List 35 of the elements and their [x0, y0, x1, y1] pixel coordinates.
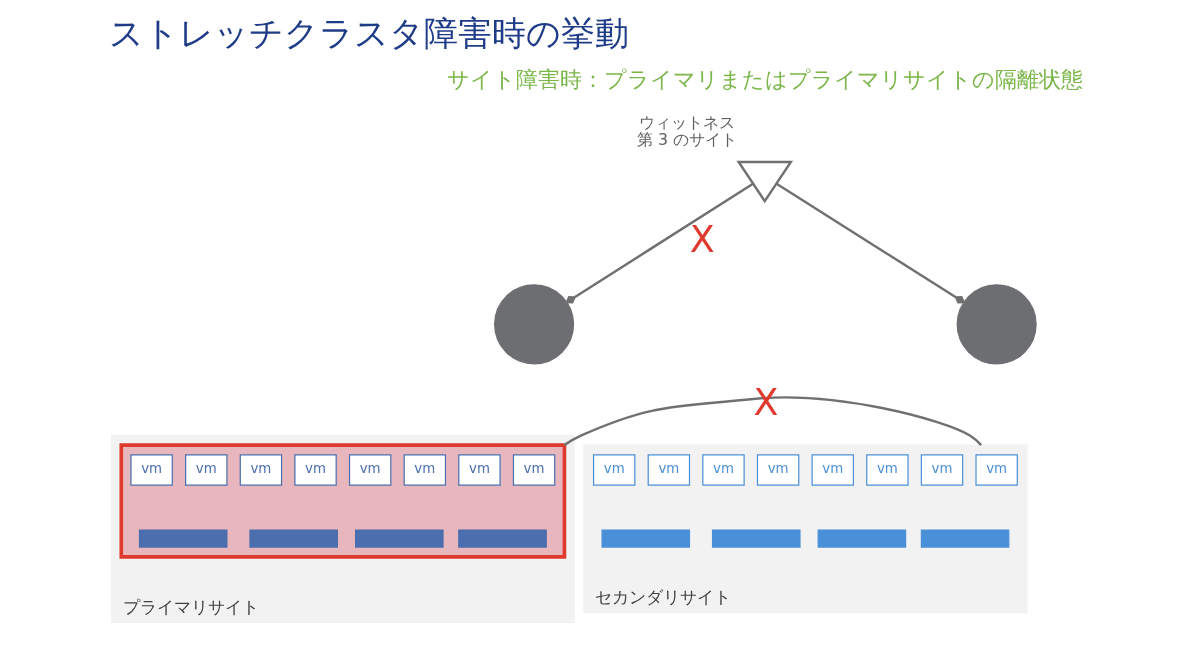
label: サイト障害時：プライマリまたはプライマリサイトの隔離状態: [446, 67, 1083, 93]
node-pin: [735, 160, 793, 204]
node-box: vm: [403, 454, 446, 486]
node-box: vm: [974, 454, 1018, 486]
node-label: 第 3 のサイト: [636, 129, 737, 149]
node-box: vm: [457, 454, 501, 486]
connector: [563, 396, 982, 447]
node-bar: [457, 529, 547, 548]
node-box: vm: [920, 454, 963, 486]
node-box: vm: [348, 454, 391, 486]
node-box: vm: [811, 454, 854, 486]
node-box: vm: [512, 454, 555, 486]
node-bar: [248, 529, 338, 548]
node-bar: [600, 529, 690, 548]
node-bar: [711, 529, 801, 548]
connector: [564, 182, 754, 304]
node-box: vm: [184, 454, 227, 486]
node-box: vm: [592, 454, 635, 486]
node-bar: [920, 529, 1009, 548]
node-bar: [138, 529, 227, 548]
node-label: ウィットネス: [638, 112, 735, 132]
node-box: vm: [647, 454, 690, 486]
connector: [775, 182, 965, 304]
diagram-title: ストレッチクラスタ障害時の挙動: [108, 12, 629, 53]
node-box: vm: [129, 454, 173, 486]
node-box: vm: [756, 454, 799, 486]
node-box: vm: [239, 454, 282, 486]
node-bar: [817, 529, 906, 548]
node-circle: [956, 284, 1037, 365]
node-bar: [354, 529, 444, 548]
node-box: vm: [865, 454, 909, 486]
edge-label: X: [689, 218, 715, 262]
node-box: vm: [293, 454, 337, 486]
node-box: vm: [701, 454, 745, 486]
cluster: [118, 443, 566, 559]
